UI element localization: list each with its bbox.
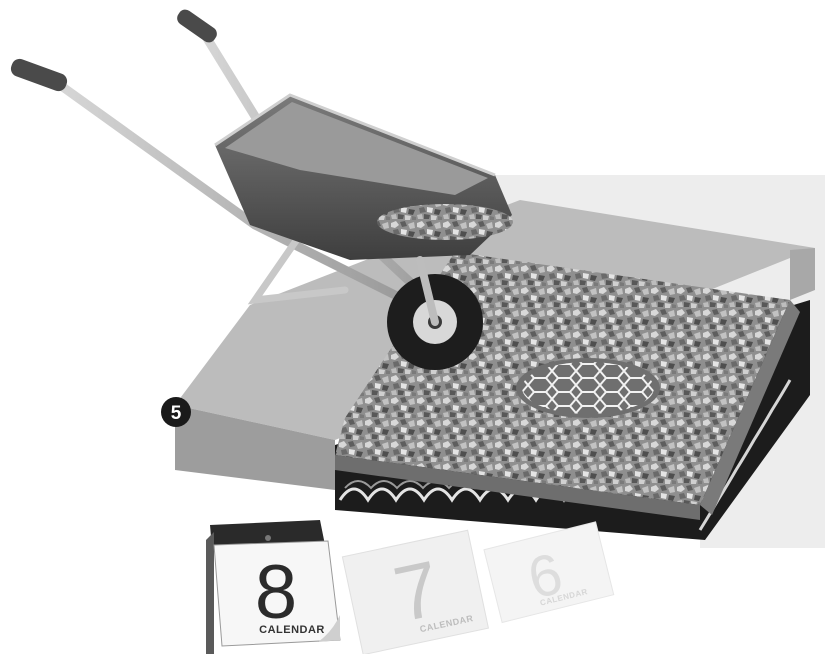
calendar-icon: 6 CALENDAR 7 CALENDAR 8 CALENDAR xyxy=(206,520,614,654)
calendar-page-8-day: 8 xyxy=(255,550,297,635)
calendar-page-6: 6 CALENDAR xyxy=(484,522,614,623)
handle-grip-right xyxy=(174,7,219,45)
calendar-page-8-label: CALENDAR xyxy=(259,624,325,636)
calendar-page-7: 7 CALENDAR xyxy=(342,530,488,654)
calendar-hole xyxy=(265,535,271,541)
step-number: 5 xyxy=(171,403,182,424)
handle-grip-left xyxy=(9,57,70,94)
calendar-spine xyxy=(206,532,214,654)
calendar-page-8: 8 CALENDAR xyxy=(206,520,340,654)
tray-gravel xyxy=(377,204,513,240)
step-badge: 5 xyxy=(161,397,191,427)
honeycomb-grid-icon xyxy=(516,358,660,418)
